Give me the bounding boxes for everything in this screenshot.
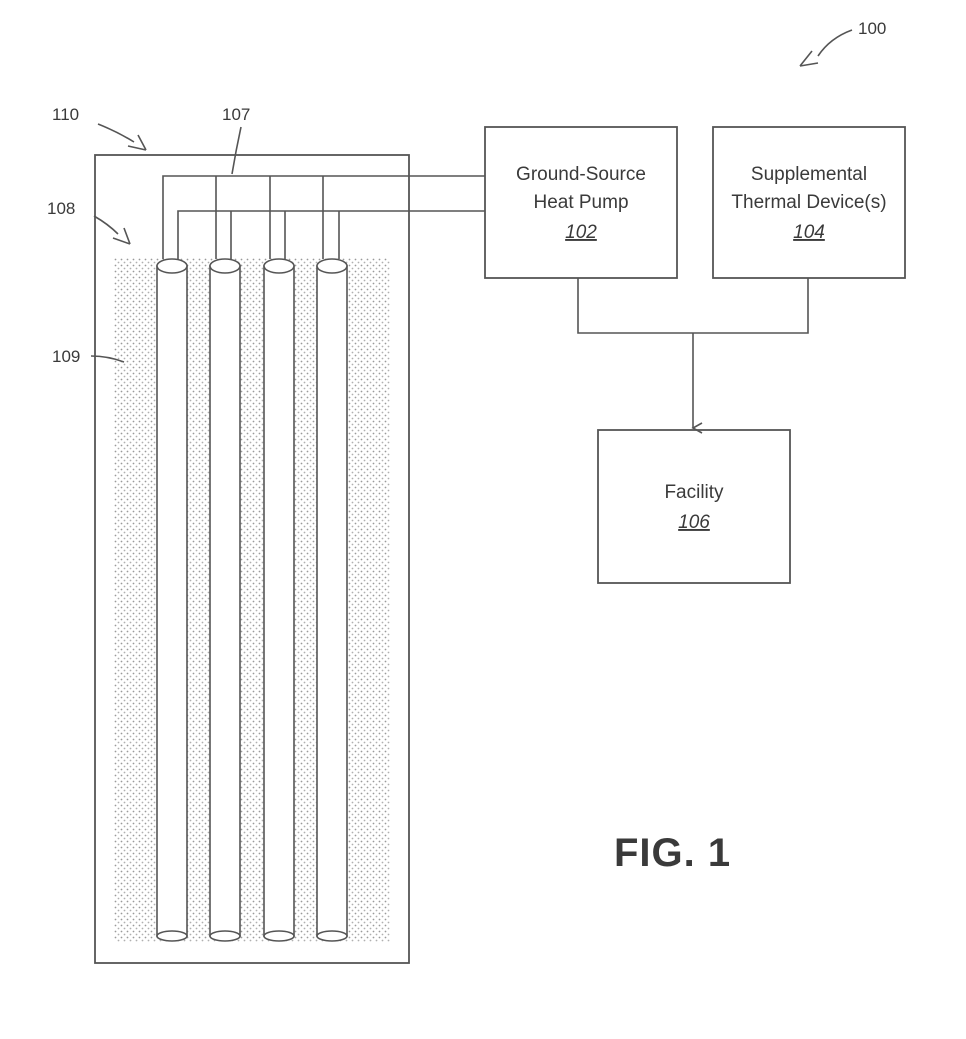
well-3-cap [264,259,294,273]
well-2 [210,266,240,936]
ref-system-leader [818,30,852,56]
well-1 [157,266,187,936]
combine-line [578,278,808,333]
well-4 [317,266,347,936]
supplemental-number: 104 [793,222,825,243]
well-3-bottom [264,931,294,941]
facility-line1: Facility [664,482,724,503]
facility-box [598,430,790,583]
ref-system: 100 [858,19,886,38]
supplemental-line2: Thermal Device(s) [731,192,886,213]
ref-system-arrowhead [800,51,818,66]
ref-ground-region-arrowhead [128,135,146,150]
well-2-cap [210,259,240,273]
heat-pump-number: 102 [565,222,597,243]
ref-wells: 108 [47,199,75,218]
fill-material [114,258,390,942]
figure-label: FIG. 1 [614,831,731,875]
well-2-bottom [210,931,240,941]
well-3 [264,266,294,936]
supplemental-line1: Supplemental [751,164,867,185]
well-4-cap [317,259,347,273]
well-1-cap [157,259,187,273]
ref-ground-region: 110 [52,105,79,124]
facility-number: 106 [678,512,710,533]
ref-ground-region-leader [98,124,134,142]
heat-pump-line2: Heat Pump [533,192,628,213]
heat-pump-line1: Ground-Source [516,164,646,185]
ref-fill: 109 [52,347,80,366]
well-4-bottom [317,931,347,941]
well-1-bottom [157,931,187,941]
ref-pipes: 107 [222,105,250,124]
